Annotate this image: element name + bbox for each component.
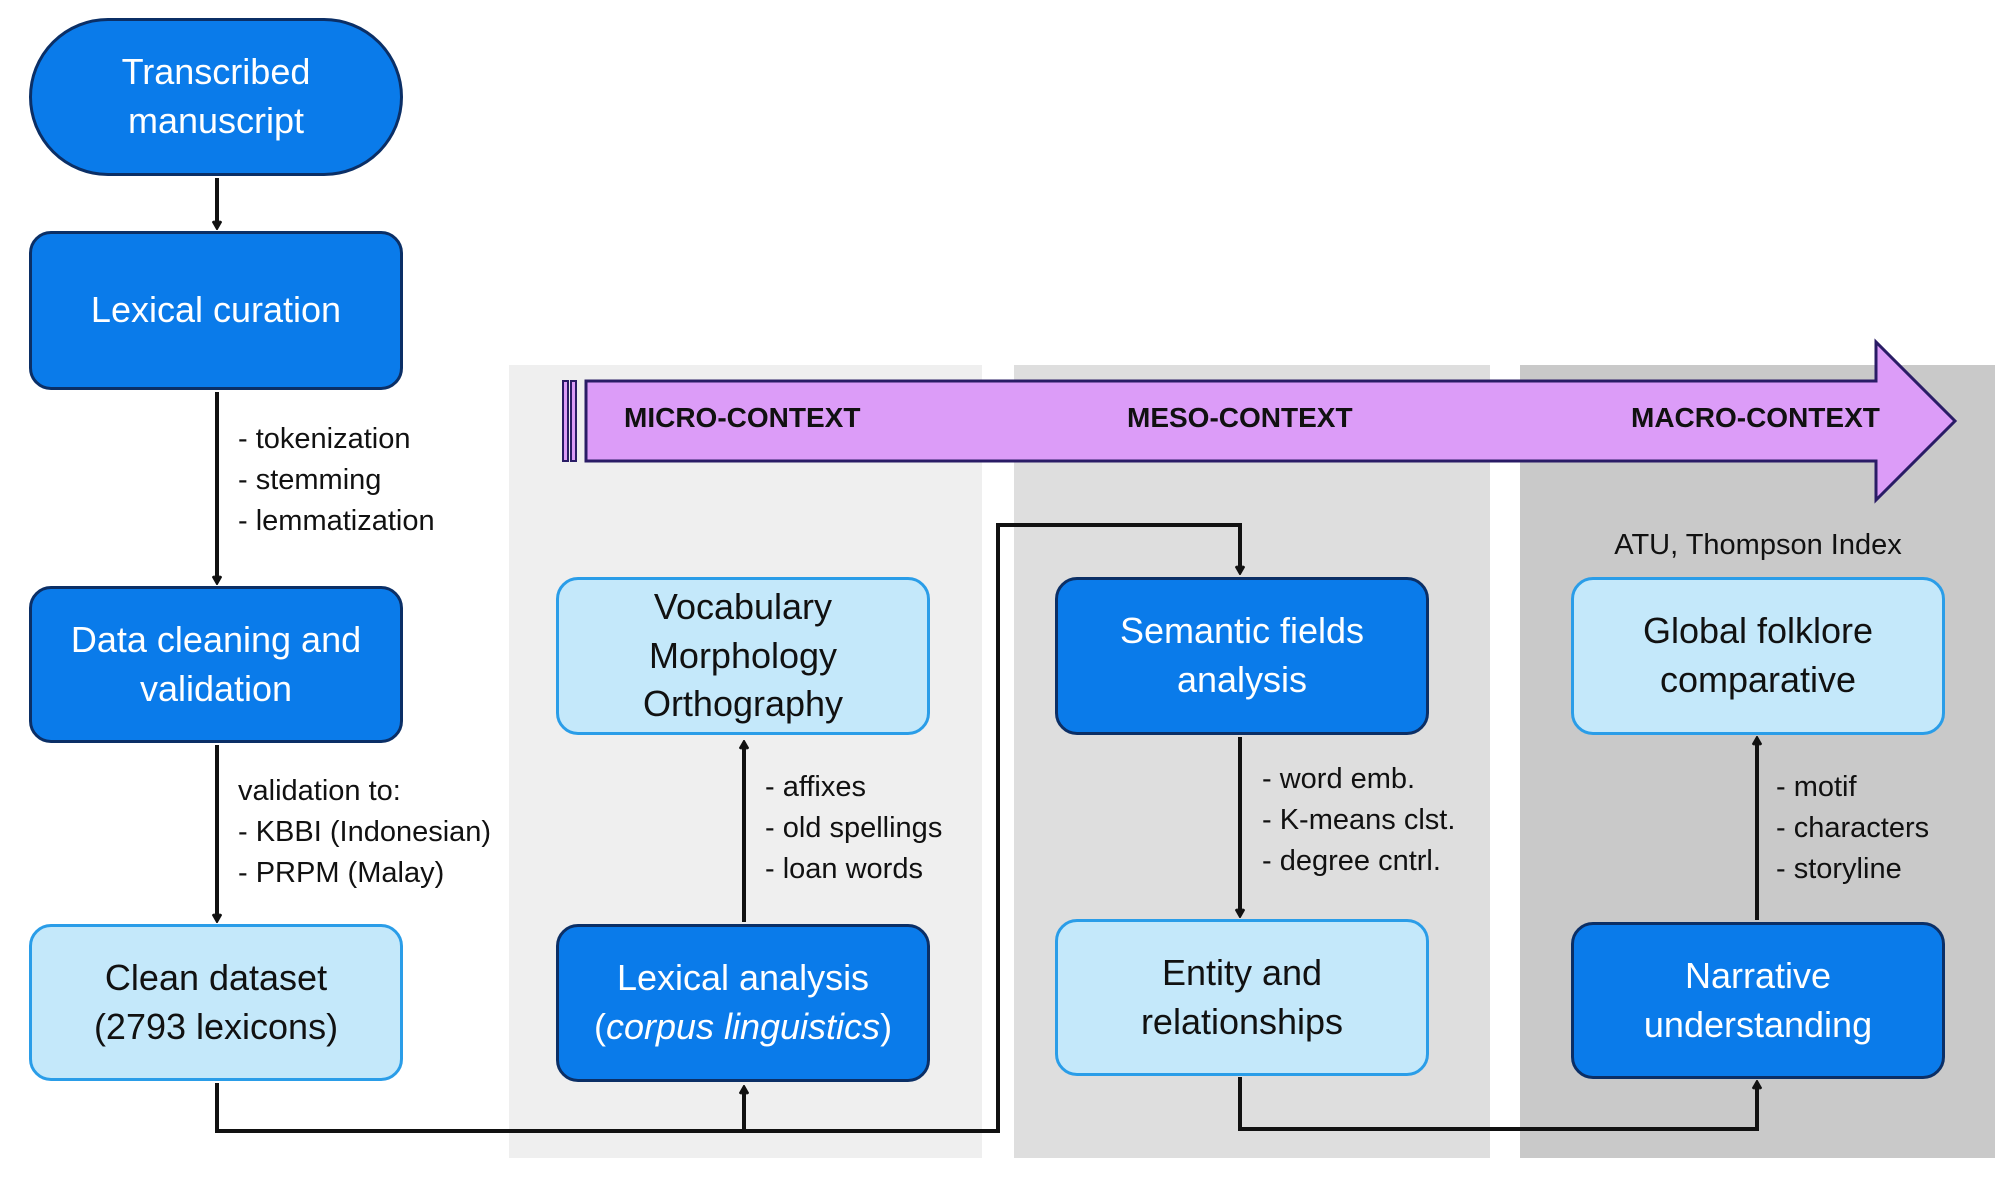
node-label: Morphology bbox=[648, 634, 838, 676]
narrative-features-note: - motif - characters - storyline bbox=[1776, 767, 1929, 890]
validation-note: validation to: - KBBI (Indonesian) - PRP… bbox=[238, 771, 491, 894]
narrative-understanding-node: Narrative understanding bbox=[1571, 922, 1945, 1079]
node-label: Lexical analysis bbox=[616, 957, 870, 999]
data-cleaning-node: Data cleaning and validation bbox=[29, 586, 403, 743]
note-line: - characters bbox=[1776, 812, 1930, 844]
node-label: validation bbox=[139, 667, 293, 709]
clean-dataset-node: Clean dataset (2793 lexicons) bbox=[29, 924, 403, 1081]
curation-steps-note: - tokenization - stemming - lemmatizatio… bbox=[238, 419, 435, 542]
vocabulary-morphology-node: Vocabulary Morphology Orthography bbox=[556, 577, 930, 735]
node-label: Lexical curation bbox=[90, 289, 342, 331]
note-line: - old spellings bbox=[765, 812, 943, 844]
node-label: Data cleaning and bbox=[70, 618, 362, 660]
paren-open: ( bbox=[593, 1006, 606, 1047]
note-line: - motif bbox=[1776, 771, 1857, 803]
node-label: manuscript bbox=[127, 100, 305, 141]
transcribed-manuscript-node: Transcribed manuscript bbox=[29, 18, 403, 176]
note-line: validation to: bbox=[238, 775, 401, 807]
context-progression-arrow bbox=[562, 338, 1958, 504]
note-line: - word emb. bbox=[1262, 763, 1416, 795]
node-label: Orthography bbox=[642, 683, 844, 725]
node-label: Entity and bbox=[1161, 951, 1323, 993]
connector-clean-dataset-bottom bbox=[215, 523, 1240, 1133]
entity-relationships-node: Entity and relationships bbox=[1055, 919, 1429, 1076]
paren-close: ) bbox=[880, 1006, 893, 1047]
node-label: Semantic fields bbox=[1119, 610, 1365, 652]
note-line: - lemmatization bbox=[238, 505, 435, 537]
note-line: - affixes bbox=[765, 771, 867, 803]
node-label: comparative bbox=[1659, 659, 1857, 700]
node-label: Transcribed bbox=[121, 51, 311, 93]
node-label: analysis bbox=[1176, 659, 1308, 700]
node-label: (2793 lexicons) bbox=[93, 1005, 339, 1047]
global-folklore-node: Global folklore comparative bbox=[1571, 577, 1945, 735]
node-label: Clean dataset bbox=[104, 956, 328, 998]
meso-context-label: MESO-CONTEXT bbox=[1127, 402, 1353, 433]
macro-context-label: MACRO-CONTEXT bbox=[1631, 402, 1880, 433]
node-label: Vocabulary bbox=[653, 586, 833, 628]
note-line: - storyline bbox=[1776, 853, 1902, 885]
corpus-linguistics-text: corpus linguistics bbox=[605, 1006, 881, 1047]
semantic-fields-node: Semantic fields analysis bbox=[1055, 577, 1429, 735]
note-line: - degree cntrl. bbox=[1262, 845, 1441, 877]
node-label: understanding bbox=[1643, 1003, 1873, 1045]
lexical-analysis-node: Lexical analysis (corpus linguistics) bbox=[556, 924, 930, 1082]
semantic-methods-note: - word emb. - K-means clst. - degree cnt… bbox=[1262, 759, 1455, 882]
atu-thompson-index-label: ATU, Thompson Index bbox=[1614, 529, 1902, 561]
node-label: relationships bbox=[1140, 1000, 1344, 1042]
note-line: - K-means clst. bbox=[1262, 804, 1456, 836]
lexical-curation-node: Lexical curation bbox=[29, 231, 403, 390]
note-line: - stemming bbox=[238, 464, 382, 496]
note-line: - loan words bbox=[765, 853, 923, 885]
node-label: Global folklore bbox=[1642, 610, 1874, 652]
connector-entity-to-narrative bbox=[1238, 1077, 1757, 1131]
note-line: - PRPM (Malay) bbox=[238, 857, 445, 889]
note-line: - tokenization bbox=[238, 423, 411, 455]
lexical-features-note: - affixes - old spellings - loan words bbox=[765, 767, 942, 890]
micro-context-label: MICRO-CONTEXT bbox=[624, 402, 861, 433]
node-label: Narrative bbox=[1684, 954, 1832, 996]
note-line: - KBBI (Indonesian) bbox=[238, 816, 492, 848]
